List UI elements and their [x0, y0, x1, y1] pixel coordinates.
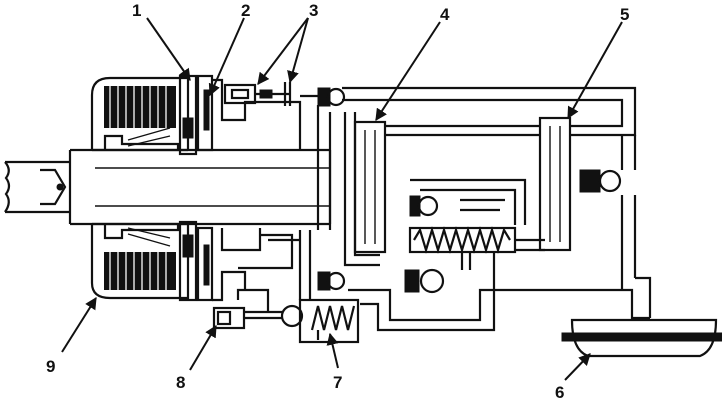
callout-8: 8	[176, 373, 185, 392]
callout-4: 4	[440, 5, 450, 24]
upper-valve-assembly	[223, 82, 292, 106]
valve-block-4	[353, 120, 387, 254]
output-shaft	[4, 148, 332, 226]
valve-body-wall	[212, 78, 302, 302]
clutch-plates-lower	[104, 252, 176, 290]
check-valve-lower-left	[317, 271, 346, 291]
valve-block-5	[538, 116, 572, 252]
check-valve-upper-left	[317, 87, 346, 107]
clutch-housing	[90, 76, 190, 300]
leader-lines	[61, 17, 623, 381]
callout-2: 2	[241, 1, 250, 20]
callout-6: 6	[555, 383, 564, 402]
clutch-plates-upper	[104, 86, 176, 128]
clutch-hub	[103, 127, 180, 247]
check-valve-lower-inner	[404, 268, 445, 294]
pressure-plate	[196, 74, 214, 302]
pressure-switch	[212, 288, 282, 330]
regulator-spring	[408, 226, 517, 270]
callout-9: 9	[46, 357, 55, 376]
callout-5: 5	[620, 5, 629, 24]
fluid-reservoir	[561, 318, 722, 358]
check-valve-right	[579, 169, 622, 193]
hydraulic-lines	[238, 86, 652, 340]
callout-3: 3	[309, 1, 318, 20]
check-valve-inner	[409, 195, 439, 217]
callout-7: 7	[333, 373, 342, 392]
accumulator	[280, 298, 360, 344]
callout-1: 1	[132, 1, 141, 20]
